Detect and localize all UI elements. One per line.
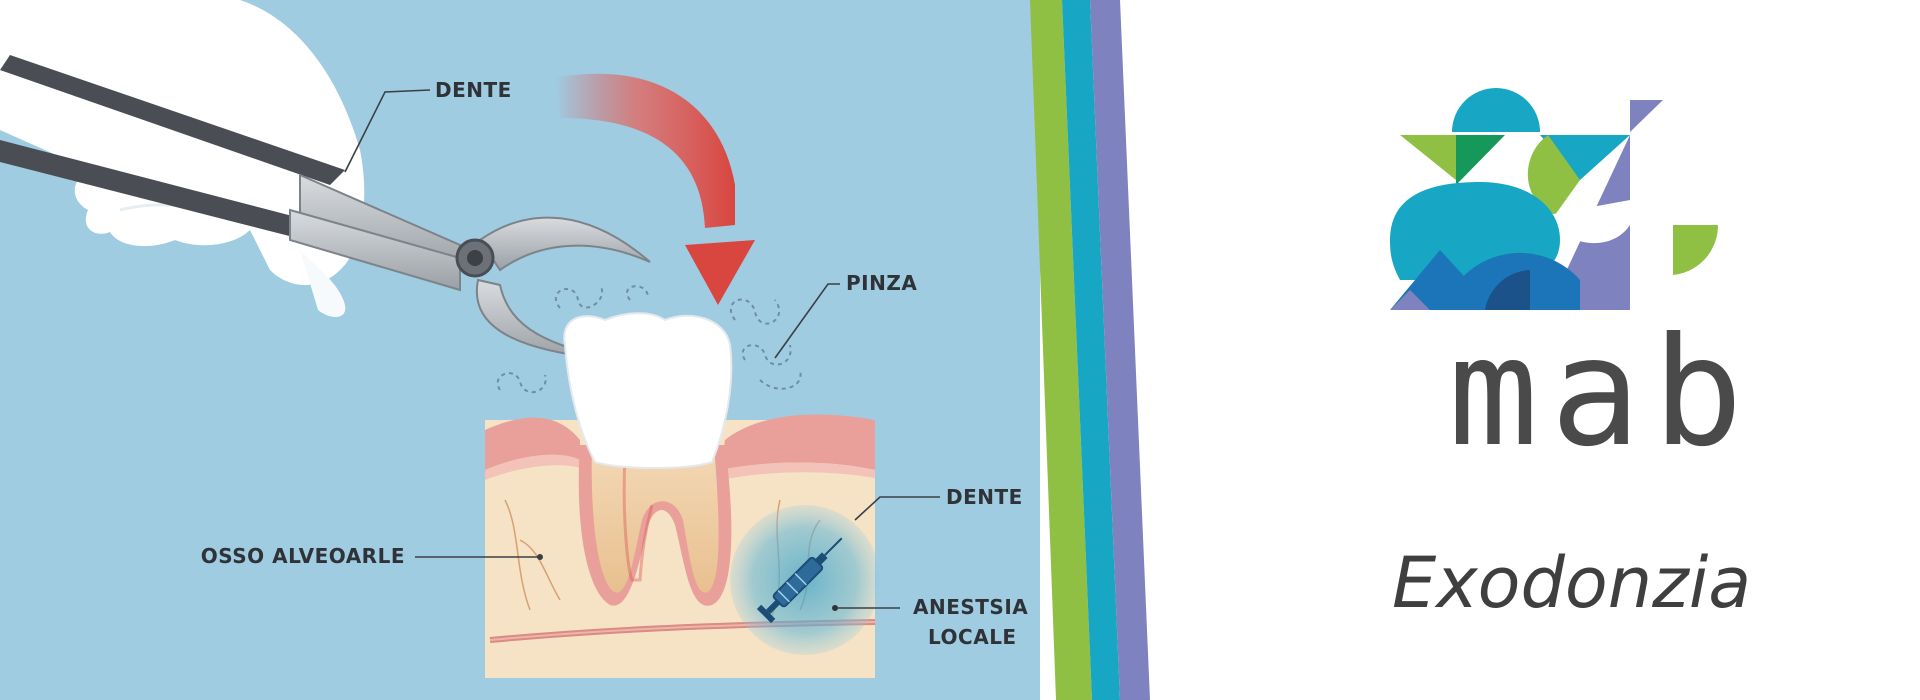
anesthesia-bubble (730, 505, 880, 655)
label-anestesia-1: ANESTSIA (913, 595, 1028, 619)
syringe-icon (756, 537, 843, 624)
forceps-icon (0, 55, 651, 361)
page-subtitle: Exodonzia (1392, 542, 1752, 624)
stripe-purple (1090, 0, 1150, 700)
leader-lines (344, 89, 940, 609)
tooth-crown-icon (563, 312, 733, 469)
extraction-arrow-icon (555, 73, 755, 305)
mab-logo-icon (1390, 88, 1718, 310)
label-anestesia-2: LOCALE (928, 625, 1017, 649)
stripe-green (1030, 0, 1092, 700)
label-osso-alveoarle: OSSO ALVEOARLE (201, 544, 405, 568)
motion-swirls (496, 284, 802, 394)
brand-name: mab (1448, 306, 1755, 480)
label-dente-right: DENTE (946, 485, 1023, 509)
tooth-root (578, 445, 732, 606)
stripe-teal (1062, 0, 1120, 700)
label-pinza: PINZA (846, 271, 917, 295)
illustration-panel: DENTE PINZA DENTE OSSO ALVEOARLE ANESTSI… (0, 0, 1150, 700)
label-dente-top: DENTE (435, 78, 512, 102)
